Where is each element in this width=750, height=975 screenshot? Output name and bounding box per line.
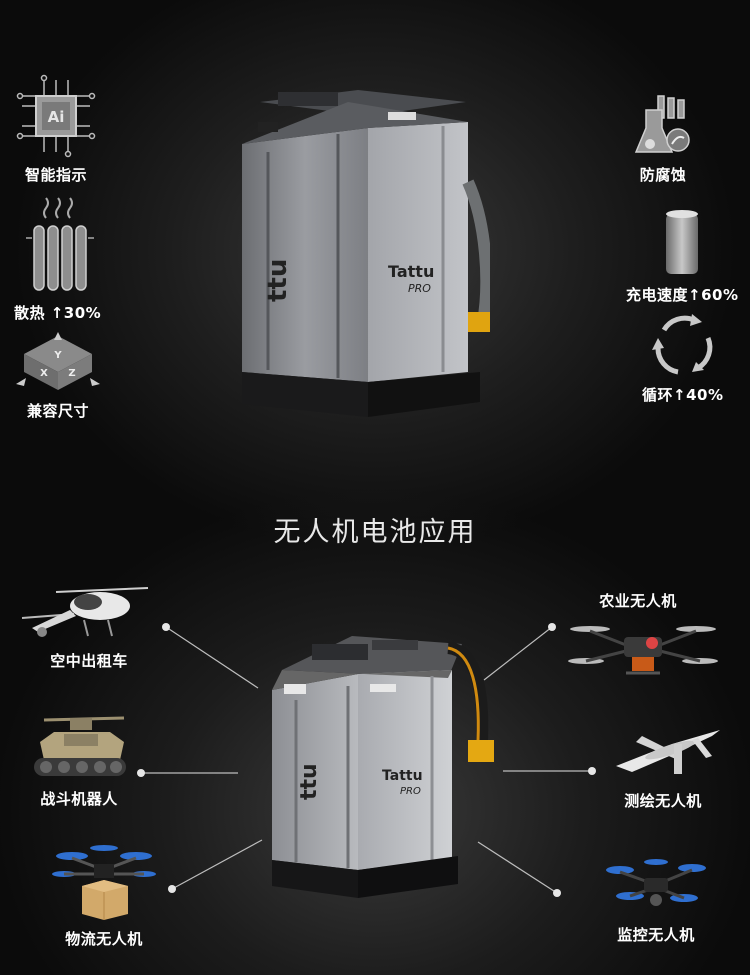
feature-label: 防腐蚀: [639, 166, 687, 184]
surveillance-drone-icon: [606, 859, 706, 906]
battery-cylinder-icon: [666, 210, 699, 274]
feature-heat-dissipation: 散热 ↑30%: [14, 196, 101, 323]
lab-flask-icon: [634, 95, 690, 153]
battery-image-bottom: ttu Tattu PRO: [272, 636, 494, 898]
app-combat-robot: 战斗机器人: [24, 712, 134, 809]
agri-drone-icon: [568, 626, 718, 675]
axis-x-label: X: [40, 368, 48, 379]
app-label: 测绘无人机: [624, 792, 702, 810]
feature-smart-indicator: Ai 智能指示: [14, 74, 98, 185]
app-survey-drone: 测绘无人机: [612, 726, 724, 811]
battery-image-top: ttu Tattu PRO: [242, 90, 490, 417]
heat-sink-icon: [25, 197, 94, 291]
axis-z-label: Z: [68, 368, 75, 379]
app-label: 战斗机器人: [40, 790, 118, 808]
feature-label: 充电速度↑60%: [626, 286, 739, 304]
app-surveillance-drone: 监控无人机: [604, 856, 708, 945]
air-taxi-icon: [21, 587, 149, 637]
svg-text:ttu: ttu: [297, 763, 322, 800]
feature-label: 散热 ↑30%: [14, 304, 102, 322]
feature-anti-corrosion: 防腐蚀: [632, 92, 694, 185]
svg-text:ttu: ttu: [263, 259, 293, 302]
app-logistics-drone: 物流无人机: [52, 844, 156, 949]
feature-compatible-size: Y X Z 兼容尺寸: [14, 332, 102, 421]
app-air-taxi: 空中出租车: [18, 582, 160, 671]
brand-sub-bottom: PRO: [400, 786, 421, 797]
feature-cycle-life: 循环↑40%: [642, 312, 723, 405]
feature-label: 循环↑40%: [642, 386, 724, 404]
svg-text:PRO: PRO: [408, 282, 431, 295]
brand-text-bottom: Tattu: [382, 768, 423, 784]
xyz-cube-icon: Y X Z: [16, 332, 100, 390]
feature-label: 智能指示: [24, 166, 87, 184]
brand-text-top: Tattu: [388, 262, 434, 281]
app-label: 农业无人机: [599, 592, 677, 610]
feature-charging-speed: 充电速度↑60%: [626, 208, 738, 305]
feature-label: 兼容尺寸: [26, 402, 89, 420]
app-label: 物流无人机: [65, 930, 143, 948]
app-label: 监控无人机: [617, 926, 695, 944]
app-label: 空中出租车: [50, 652, 128, 670]
cycle-arrows-icon: [651, 314, 713, 375]
combat-robot-icon: [34, 716, 126, 776]
survey-drone-icon: [616, 730, 720, 774]
chip-text: Ai: [48, 108, 65, 126]
logistics-drone-icon: [52, 845, 156, 920]
app-agri-drone: 农业无人机: [566, 590, 720, 683]
section-title: 无人机电池应用: [273, 517, 477, 548]
ai-chip-icon: Ai: [16, 74, 96, 158]
axis-y-label: Y: [53, 350, 62, 361]
